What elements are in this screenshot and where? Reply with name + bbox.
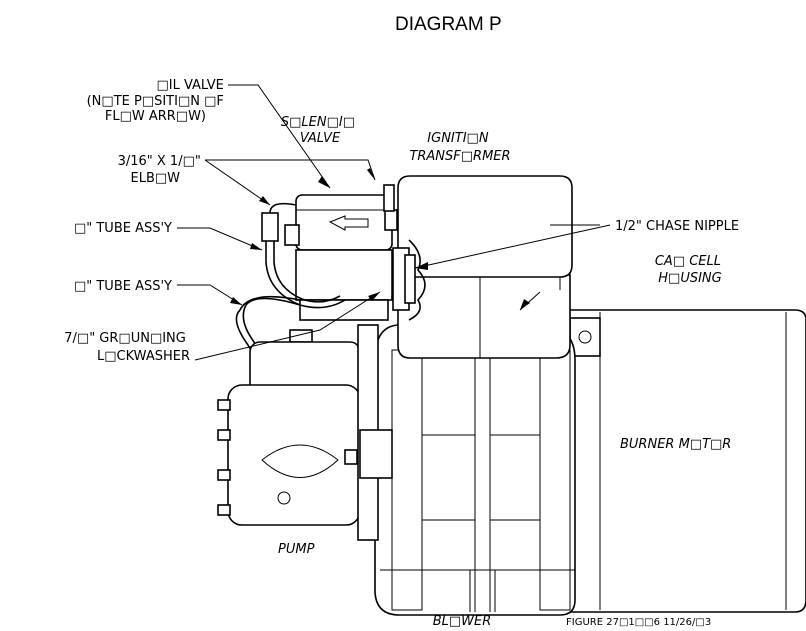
blower-label: BL□WER xyxy=(433,614,492,629)
oil-valve-label: □IL VALVE (N□TE P□SITI□N □F FL□W ARR□W) xyxy=(87,78,228,124)
ignition-transformer xyxy=(397,175,573,278)
cad-cell-housing-label: CA□ CELL H□USING xyxy=(655,254,725,286)
grounding-lockwasher-label: 7/□" GR□UN□ING L□CKWASHER xyxy=(64,331,190,364)
diagram-title: DIAGRAM P xyxy=(395,14,502,35)
chase-nipple xyxy=(392,239,426,321)
flow-arrow-icon xyxy=(328,215,369,231)
solenoid-valve xyxy=(284,194,398,321)
blower-housing xyxy=(374,324,576,616)
chase-nipple-label: 1/2" CHASE NIPPLE xyxy=(615,219,739,234)
pump-assembly xyxy=(217,324,393,541)
ignition-transformer-label: IGNITI□N TRANSF□RMER xyxy=(409,131,510,164)
pump-label: PUMP xyxy=(278,542,315,557)
tube-assy-label-2: □" TUBE ASS'Y xyxy=(74,279,172,294)
solenoid-valve-label: S□LEN□I□ VALVE xyxy=(281,115,359,146)
leader-arrowheads xyxy=(230,168,530,310)
leader-lines xyxy=(177,84,611,361)
burner-motor-label: BURNER M□T□R xyxy=(620,437,731,452)
elbow-fittings xyxy=(261,184,395,242)
tube-assy-label-1: □" TUBE ASS'Y xyxy=(74,221,172,236)
burner-motor xyxy=(559,309,806,613)
figure-reference: FIGURE 27□1□□6 11/26/□3 xyxy=(566,617,711,628)
elbow-label: 3/16" X 1/□" ELB□W xyxy=(118,154,205,186)
